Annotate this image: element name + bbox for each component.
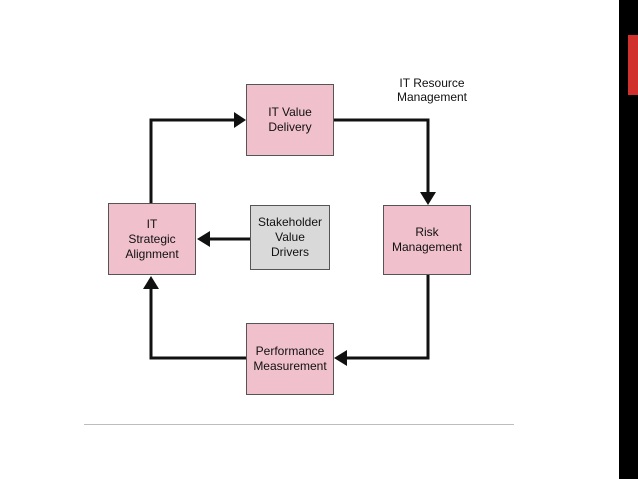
right-edge-bar	[619, 0, 638, 479]
right-edge-accent	[628, 35, 638, 95]
it-strategic-alignment-box: IT Strategic Alignment	[108, 203, 196, 275]
arrow-align-to-value	[149, 118, 236, 203]
stakeholder-value-drivers-box: Stakeholder Value Drivers	[250, 205, 330, 270]
arrowhead-risk	[420, 192, 436, 205]
arrowhead-align-bottom	[143, 276, 159, 289]
arrow-perf-to-align	[149, 287, 246, 360]
arrowhead-perf	[334, 350, 347, 366]
risk-management-box: Risk Management	[383, 205, 471, 275]
it-value-delivery-box: IT Value Delivery	[246, 84, 334, 156]
it-resource-management-label: IT Resource Management	[396, 76, 468, 104]
arrow-value-to-risk	[334, 118, 430, 194]
divider-line	[84, 424, 514, 425]
performance-measurement-box: Performance Measurement	[246, 323, 334, 395]
arrowhead-value	[234, 112, 246, 128]
arrow-risk-to-perf	[346, 275, 430, 360]
arrowhead-align-side	[197, 231, 210, 247]
